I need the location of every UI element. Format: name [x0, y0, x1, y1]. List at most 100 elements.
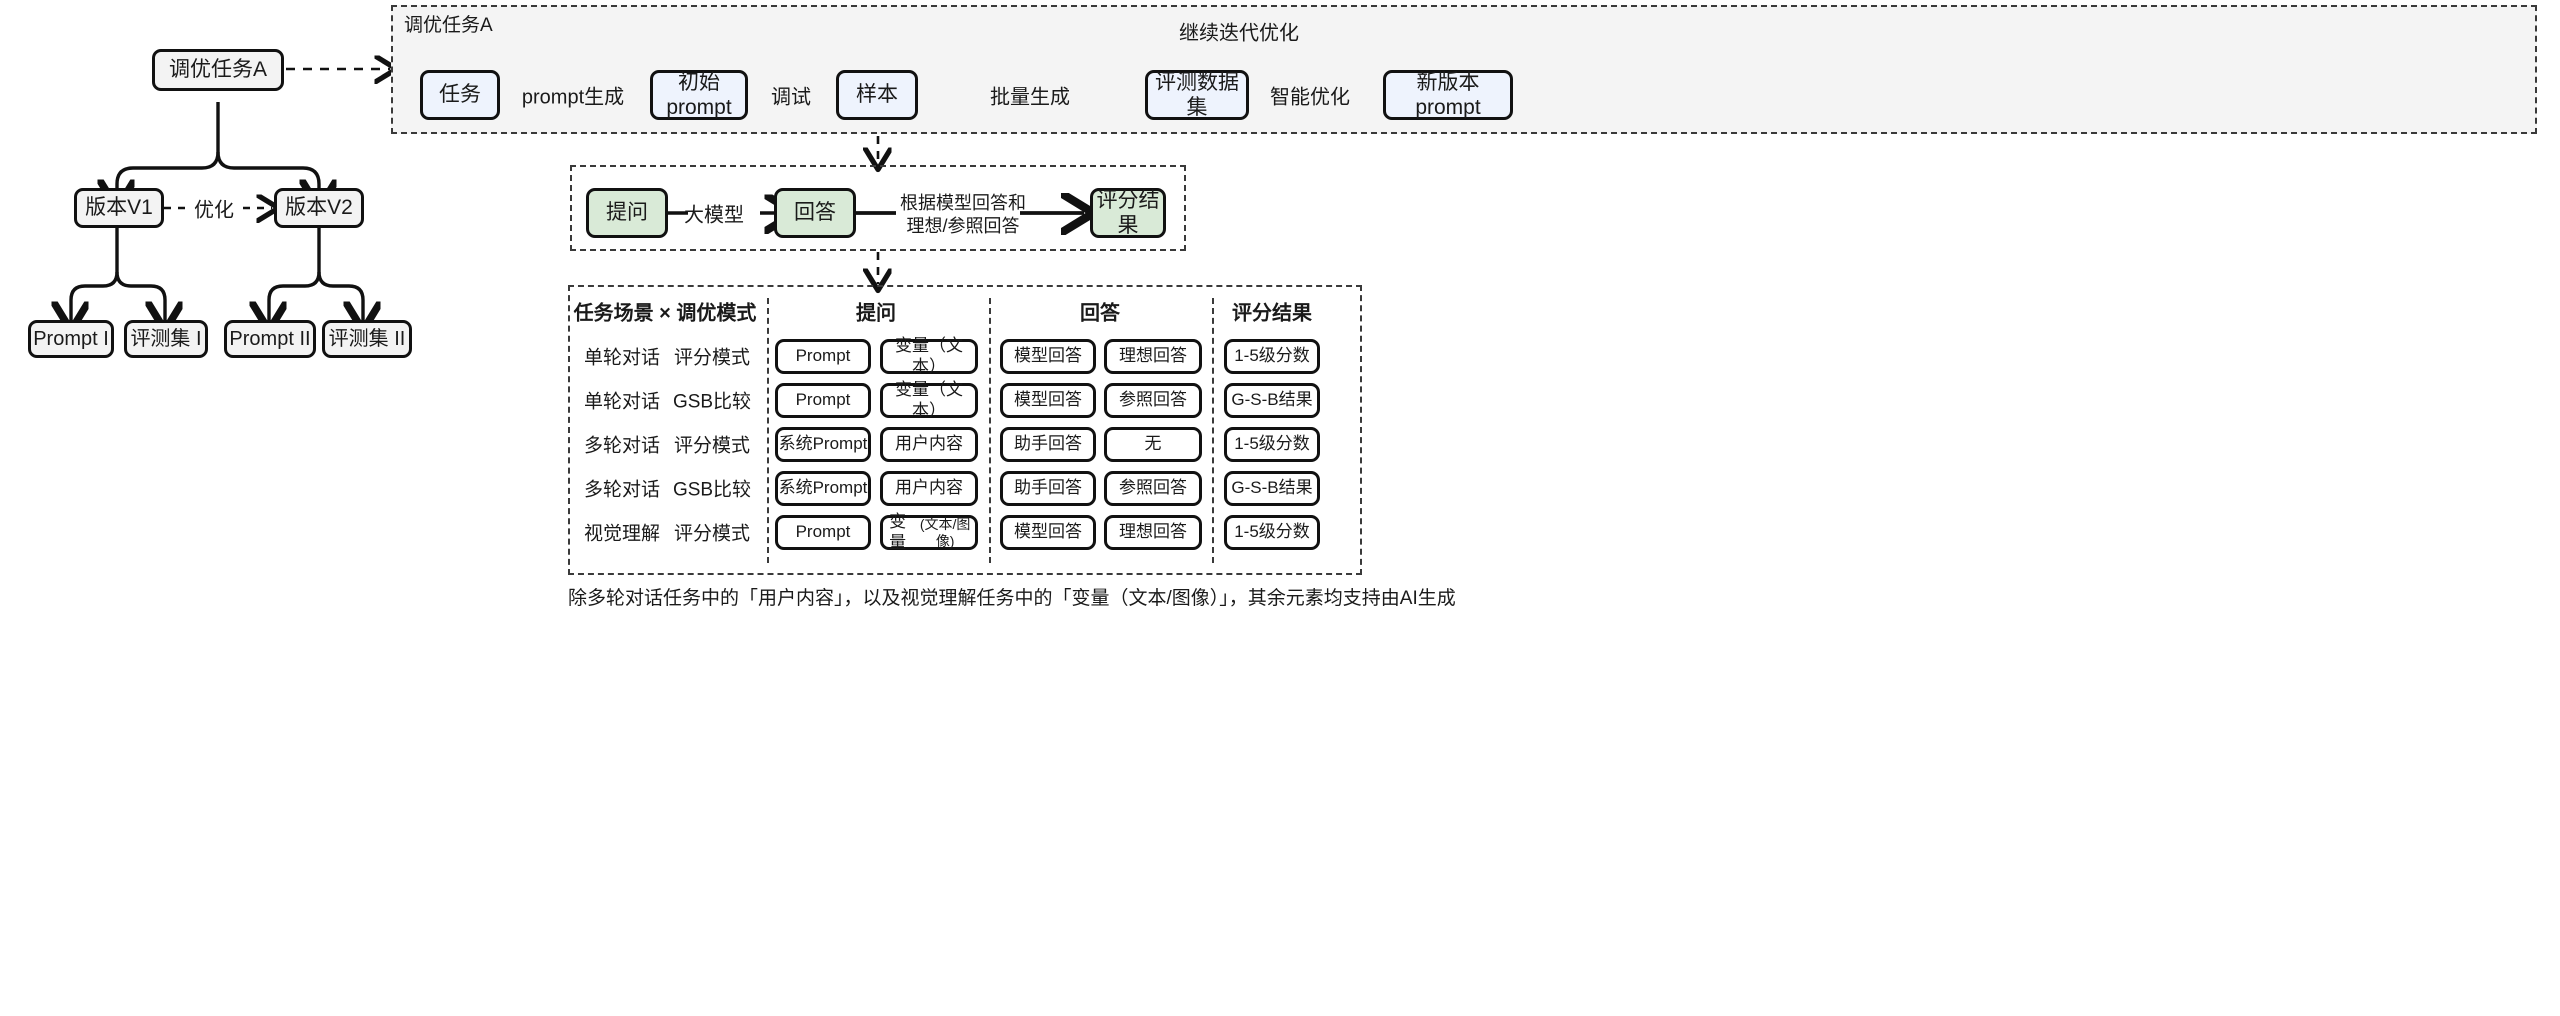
matrix-cell-label: G-S-B结果 [1231, 478, 1313, 498]
matrix-row-mode: 评分模式 [673, 435, 751, 457]
scoring-flow-panel [570, 165, 1186, 251]
matrix-cell-label: 变量 [889, 512, 907, 552]
matrix-cell-answer-b[interactable]: 理想回答 [1104, 515, 1202, 550]
node-initial-prompt[interactable]: 初始prompt [650, 70, 748, 120]
matrix-cell-label: Prompt [795, 522, 851, 542]
node-sample[interactable]: 样本 [836, 70, 918, 120]
node-evalset-1-label: 评测集 I [130, 328, 202, 350]
node-score-result[interactable]: 评分结果 [1090, 188, 1166, 238]
matrix-row-scenario: 单轮对话 [583, 391, 661, 413]
edge-label-optimize: 优化 [194, 199, 234, 222]
matrix-cell-label: 变量（文本） [895, 380, 963, 420]
matrix-cell-label: 参照回答 [1119, 390, 1187, 410]
matrix-cell-label: 变量（文本） [895, 336, 963, 376]
node-eval-dataset-label: 评测数据集 [1155, 70, 1239, 119]
matrix-cell-answer-b[interactable]: 理想回答 [1104, 339, 1202, 374]
matrix-divider-2 [989, 298, 991, 563]
matrix-cell-answer-a[interactable]: 模型回答 [1000, 383, 1096, 418]
pipeline-loop-label: 继续迭代优化 [1179, 22, 1299, 45]
matrix-cell-label: 参照回答 [1119, 478, 1187, 498]
node-prompt-2[interactable]: Prompt II [224, 320, 316, 358]
node-score-result-label: 评分结果 [1096, 188, 1160, 237]
matrix-cell-label: G-S-B结果 [1231, 390, 1313, 410]
node-evalset-1[interactable]: 评测集 I [124, 320, 208, 358]
node-sample-label: 样本 [856, 83, 898, 107]
scoring-edge-llm: 大模型 [684, 204, 744, 227]
matrix-row-scenario: 视觉理解 [583, 523, 661, 545]
node-eval-dataset[interactable]: 评测数据集 [1145, 70, 1249, 120]
matrix-cell-label: 用户内容 [895, 434, 963, 454]
scoring-edge-basis-line1: 根据模型回答和 [900, 193, 1026, 213]
scoring-edge-basis-line2: 理想/参照回答 [906, 216, 1020, 236]
matrix-cell-score[interactable]: G-S-B结果 [1224, 471, 1320, 506]
matrix-cell-label: Prompt [795, 390, 851, 410]
node-new-version-prompt[interactable]: 新版本prompt [1383, 70, 1513, 120]
matrix-cell-question-b[interactable]: 用户内容 [880, 471, 978, 506]
matrix-row-scenario: 单轮对话 [583, 347, 661, 369]
node-prompt-1[interactable]: Prompt I [28, 320, 114, 358]
matrix-row-mode: GSB比较 [672, 391, 752, 413]
matrix-cell-question-a[interactable]: 系统Prompt [775, 427, 871, 462]
matrix-cell-label: 用户内容 [895, 478, 963, 498]
matrix-cell-question-b[interactable]: 变量（文本） [880, 380, 978, 420]
matrix-row-mode: GSB比较 [672, 479, 752, 501]
matrix-cell-label: 系统Prompt [778, 478, 868, 498]
node-question[interactable]: 提问 [586, 188, 668, 238]
matrix-cell-label: 助手回答 [1014, 478, 1082, 498]
matrix-cell-question-b[interactable]: 变量 (文本/图像) [880, 512, 978, 552]
matrix-cell-answer-a[interactable]: 模型回答 [1000, 515, 1096, 550]
matrix-cell-answer-b[interactable]: 参照回答 [1104, 471, 1202, 506]
matrix-cell-score[interactable]: 1-5级分数 [1224, 427, 1320, 462]
matrix-cell-question-a[interactable]: Prompt [775, 383, 871, 418]
matrix-cell-label: Prompt [795, 346, 851, 366]
matrix-cell-question-a[interactable]: Prompt [775, 339, 871, 374]
matrix-cell-label: 无 [1144, 434, 1162, 454]
node-answer[interactable]: 回答 [774, 188, 856, 238]
pipeline-edge-debug: 调试 [771, 86, 811, 109]
matrix-cell-answer-b[interactable]: 无 [1104, 427, 1202, 462]
matrix-cell-label: 模型回答 [1014, 346, 1082, 366]
matrix-cell-answer-b[interactable]: 参照回答 [1104, 383, 1202, 418]
node-root-task[interactable]: 调优任务A [152, 49, 284, 91]
matrix-row-mode: 评分模式 [673, 523, 751, 545]
pipeline-panel-title: 调优任务A [404, 15, 493, 36]
matrix-cell-score[interactable]: G-S-B结果 [1224, 383, 1320, 418]
matrix-header-question: 提问 [856, 302, 896, 325]
node-version-v1-label: 版本V1 [85, 196, 153, 220]
node-task[interactable]: 任务 [420, 70, 500, 120]
pipeline-edge-prompt-gen: prompt生成 [521, 86, 625, 109]
matrix-row-mode: 评分模式 [673, 347, 751, 369]
matrix-header-scenario-mode: 任务场景 × 调优模式 [573, 302, 757, 325]
matrix-cell-score[interactable]: 1-5级分数 [1224, 515, 1320, 550]
node-version-v2[interactable]: 版本V2 [274, 188, 364, 228]
node-question-label: 提问 [606, 201, 648, 225]
matrix-cell-answer-a[interactable]: 助手回答 [1000, 471, 1096, 506]
node-evalset-2-label: 评测集 II [328, 328, 406, 350]
matrix-row-scenario: 多轮对话 [583, 479, 661, 501]
matrix-cell-score[interactable]: 1-5级分数 [1224, 339, 1320, 374]
node-task-label: 任务 [439, 83, 481, 107]
matrix-header-answer: 回答 [1080, 302, 1120, 325]
matrix-cell-label: 1-5级分数 [1234, 522, 1310, 542]
node-root-task-label: 调优任务A [168, 58, 267, 82]
node-evalset-2[interactable]: 评测集 II [322, 320, 412, 358]
matrix-cell-label: 1-5级分数 [1234, 434, 1310, 454]
node-prompt-2-label: Prompt II [229, 328, 311, 350]
matrix-cell-answer-a[interactable]: 助手回答 [1000, 427, 1096, 462]
matrix-cell-question-b[interactable]: 用户内容 [880, 427, 978, 462]
matrix-cell-label: 助手回答 [1014, 434, 1082, 454]
pipeline-edge-smart-opt: 智能优化 [1270, 86, 1350, 109]
matrix-cell-question-a[interactable]: 系统Prompt [775, 471, 871, 506]
matrix-header-score: 评分结果 [1232, 302, 1312, 325]
node-version-v2-label: 版本V2 [285, 196, 353, 220]
node-answer-label: 回答 [794, 201, 836, 225]
matrix-cell-sublabel: (文本/图像) [919, 515, 971, 549]
matrix-row-scenario: 多轮对话 [583, 435, 661, 457]
matrix-cell-label: 模型回答 [1014, 390, 1082, 410]
node-version-v1[interactable]: 版本V1 [74, 188, 164, 228]
matrix-cell-answer-a[interactable]: 模型回答 [1000, 339, 1096, 374]
matrix-cell-label: 理想回答 [1119, 346, 1187, 366]
matrix-cell-question-b[interactable]: 变量（文本） [880, 336, 978, 376]
matrix-cell-question-a[interactable]: Prompt [775, 515, 871, 550]
node-new-version-prompt-label: 新版本prompt [1415, 70, 1481, 119]
